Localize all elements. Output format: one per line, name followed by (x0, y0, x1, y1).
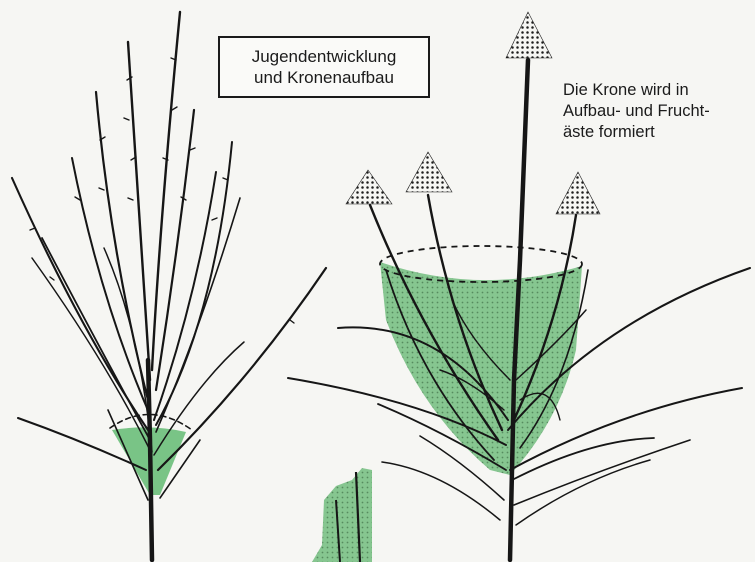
fragment-green-fill (312, 468, 372, 562)
title-box: Jugendentwicklung und Kronenaufbau (218, 36, 430, 98)
caption-line-2: Aufbau- und Frucht- (563, 101, 753, 122)
caption: Die Krone wird in Aufbau- und Frucht- äs… (563, 80, 753, 143)
caption-line-3: äste formiert (563, 122, 753, 143)
caption-line-1: Die Krone wird in (563, 80, 753, 101)
title-line-1: Jugendentwicklung (252, 46, 397, 67)
arrowhead-leader (506, 12, 552, 58)
crown-dashed-rim (380, 246, 582, 282)
arrowhead-middle (406, 152, 452, 192)
arrowhead-right (556, 172, 600, 214)
arrowhead-left (346, 170, 392, 204)
title-line-2: und Kronenaufbau (254, 67, 394, 88)
trunk-fragment (312, 468, 372, 562)
